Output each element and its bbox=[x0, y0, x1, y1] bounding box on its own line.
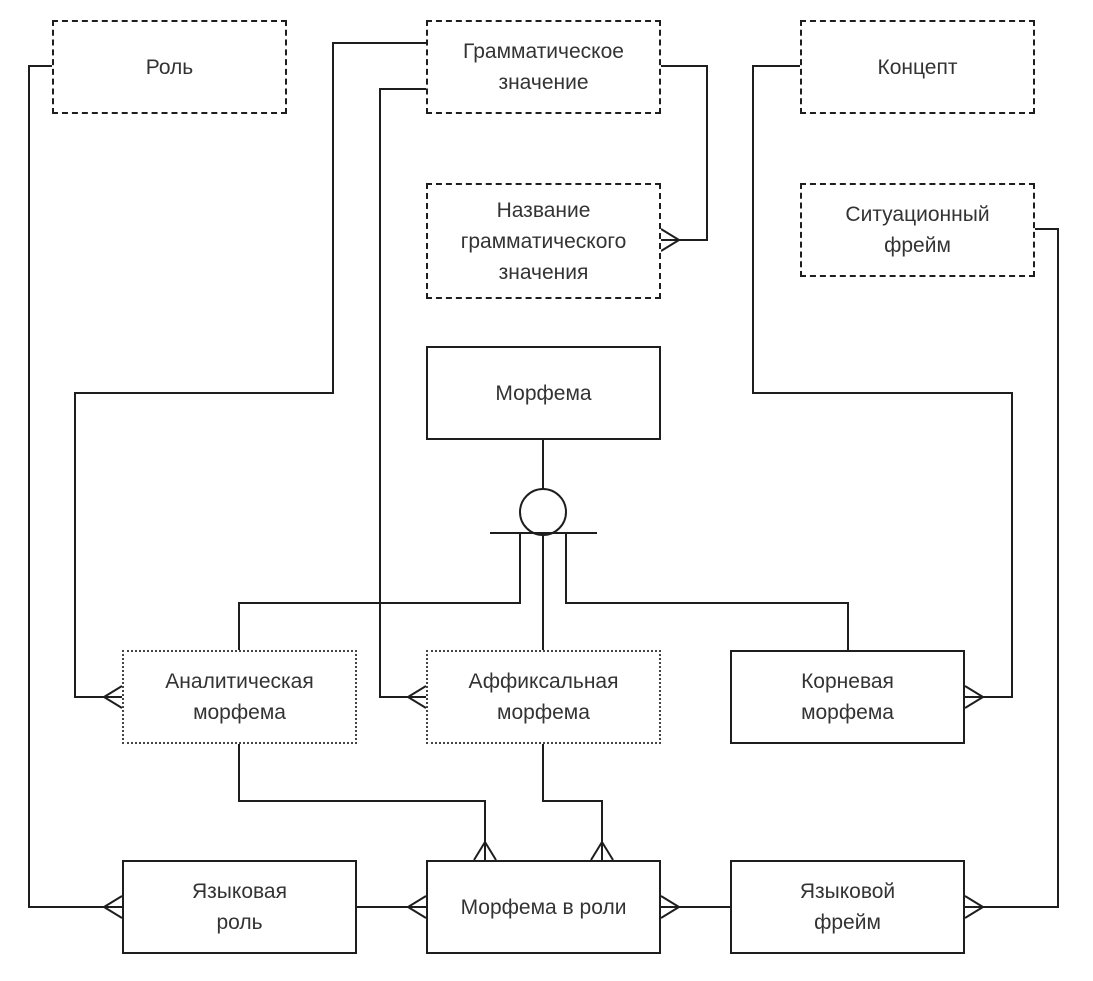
entity-language-role[interactable]: Языковая роль bbox=[122, 860, 357, 954]
entity-affixal-morpheme-label: Аффиксальная морфема bbox=[468, 670, 619, 724]
entity-concept[interactable]: Концепт bbox=[800, 20, 1035, 114]
entity-root-morpheme[interactable]: Корневая морфема bbox=[730, 650, 965, 744]
entity-role-label: Роль bbox=[145, 55, 194, 79]
edge-subtype-to-analytical bbox=[238, 533, 521, 650]
entity-grammatical-meaning-name[interactable]: Название грамматического значения bbox=[426, 183, 661, 299]
entity-morpheme[interactable]: Морфема bbox=[426, 346, 661, 440]
entity-analytical-morpheme[interactable]: Аналитическая морфема bbox=[122, 650, 357, 744]
entity-analytical-morpheme-label: Аналитическая морфема bbox=[165, 670, 314, 724]
crowfoot-mir-language-frame bbox=[660, 895, 681, 919]
entity-language-frame-label: Языковой фрейм bbox=[799, 880, 896, 934]
crowfoot-mir-analytical bbox=[473, 840, 497, 861]
entity-morpheme-in-role-label: Морфема в роли bbox=[460, 895, 627, 919]
entity-morpheme-in-role[interactable]: Морфема в роли bbox=[426, 860, 661, 954]
crowfoot-mir-affixal bbox=[590, 840, 614, 861]
entity-root-morpheme-label: Корневая морфема bbox=[801, 670, 894, 724]
edge-subtype-to-root bbox=[565, 533, 849, 650]
entity-language-frame[interactable]: Языковой фрейм bbox=[730, 860, 965, 954]
crowfoot-root-morpheme bbox=[964, 685, 985, 709]
edge-analytical-to-morpheme-in-role bbox=[238, 743, 486, 860]
entity-morpheme-label: Морфема bbox=[495, 381, 592, 405]
entity-grammatical-meaning[interactable]: Грамматическое значение bbox=[426, 20, 661, 114]
edge-affixal-to-morpheme-in-role bbox=[542, 743, 603, 860]
crowfoot-mir-language-role bbox=[406, 895, 427, 919]
edge-gram-meaning-to-analytical bbox=[74, 42, 426, 698]
edge-role-to-language-role bbox=[28, 65, 122, 908]
entity-situational-frame[interactable]: Ситуационный фрейм bbox=[800, 183, 1035, 277]
crowfoot-affixal-morpheme bbox=[406, 685, 427, 709]
entity-concept-label: Концепт bbox=[877, 55, 958, 79]
crowfoot-language-role bbox=[102, 895, 123, 919]
edge-gram-meaning-to-affixal bbox=[379, 88, 426, 698]
entity-grammatical-meaning-name-label: Название грамматического значения bbox=[460, 198, 627, 284]
entity-language-role-label: Языковая роль bbox=[192, 880, 287, 934]
crowfoot-gram-meaning-name bbox=[660, 228, 681, 252]
subtype-circle bbox=[519, 488, 567, 536]
entity-grammatical-meaning-label: Грамматическое значение bbox=[463, 40, 624, 94]
edge-concept-to-root bbox=[752, 65, 1013, 698]
edge-gram-meaning-to-name bbox=[661, 65, 708, 241]
entity-situational-frame-label: Ситуационный фрейм bbox=[845, 203, 990, 257]
entity-role[interactable]: Роль bbox=[52, 20, 287, 114]
entity-affixal-morpheme[interactable]: Аффиксальная морфема bbox=[426, 650, 661, 744]
edge-situational-to-language-frame bbox=[965, 228, 1059, 908]
crowfoot-language-frame bbox=[964, 895, 985, 919]
crowfoot-analytical-morpheme bbox=[102, 685, 123, 709]
